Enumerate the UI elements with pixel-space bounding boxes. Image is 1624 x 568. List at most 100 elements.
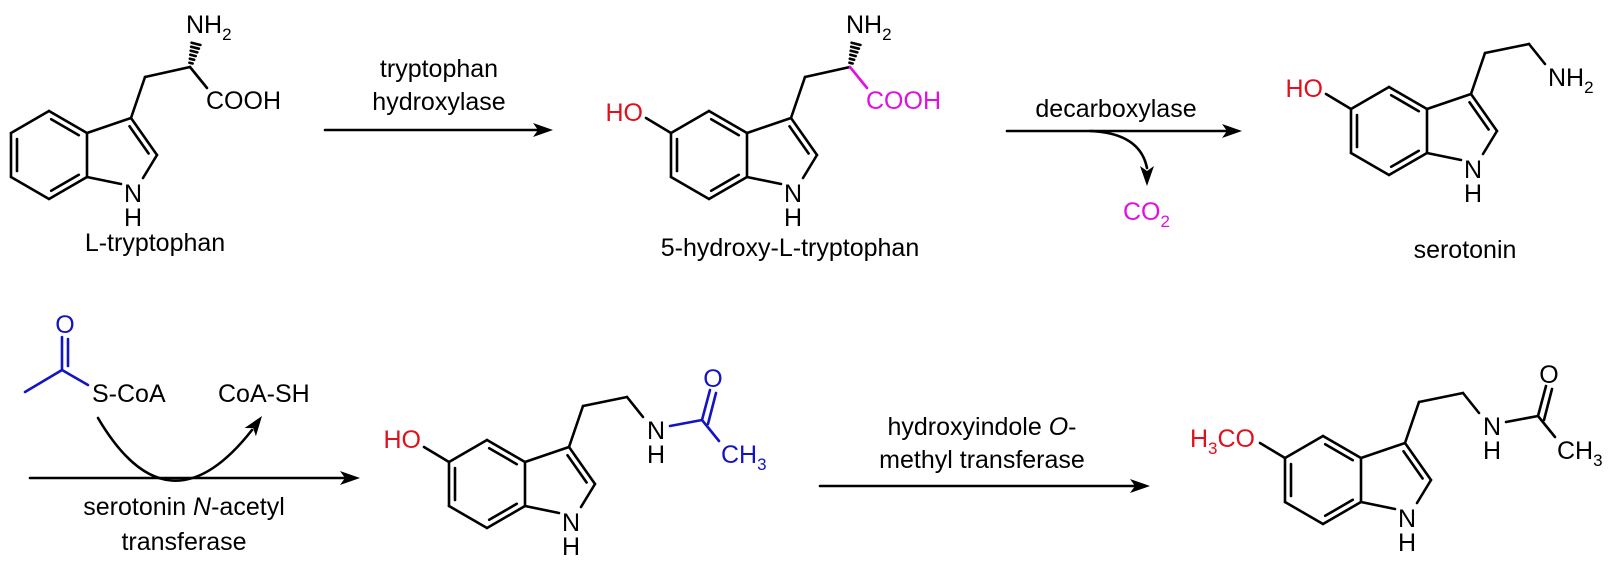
serotonin-structure: HO N H NH2	[1286, 42, 1594, 208]
arrowhead-icon	[533, 123, 553, 137]
bond	[1403, 441, 1433, 482]
hashed-wedge	[188, 61, 194, 65]
bond	[1359, 441, 1407, 460]
bond	[1481, 129, 1499, 156]
bond	[700, 418, 721, 443]
melatonin-structure: H3CO N H N H O CH3	[1190, 361, 1603, 557]
methyl-label: CH3	[721, 441, 767, 474]
amide-n-label: N	[647, 417, 665, 445]
enzyme-label-line2: hydroxylase	[372, 88, 505, 116]
bond	[1321, 500, 1363, 526]
double-bond-inner	[128, 125, 150, 155]
ring-h-label: H	[562, 533, 580, 561]
methyl-label: CH3	[1557, 437, 1603, 470]
double-bond-inner	[709, 173, 741, 193]
hydroxyl-label: HO	[384, 426, 422, 454]
enzyme-label-line1: hydroxyindole O-	[888, 413, 1077, 441]
double-bond-inner	[1323, 442, 1355, 462]
reaction-arrow-step3	[28, 416, 360, 485]
carbonyl-o-label: O	[1539, 361, 1558, 389]
bond	[745, 175, 783, 186]
carboxyl-label: COOH	[866, 87, 941, 115]
5-hydroxytryptophan-structure: HO N H NH2 COOH	[606, 11, 942, 232]
hashed-wedge	[188, 53, 198, 58]
carboxyl-bond	[848, 65, 869, 90]
bond	[85, 116, 133, 135]
bond	[47, 109, 89, 135]
arrowhead-icon	[244, 416, 262, 437]
double-bond-inner	[1468, 101, 1490, 131]
hashed-wedge	[189, 45, 201, 50]
bond	[60, 368, 90, 387]
double-bond-inner	[1402, 450, 1424, 480]
amide-h-label: H	[1483, 437, 1501, 465]
carbonyl-o-label: O	[703, 365, 722, 393]
hashed-wedge	[849, 49, 859, 54]
bond	[707, 109, 749, 135]
serotonin-name: serotonin	[1414, 236, 1517, 264]
bond	[1536, 414, 1557, 439]
hashed-wedge	[848, 57, 856, 62]
curved-arrow	[1088, 129, 1149, 170]
oxygen-bond	[1324, 92, 1353, 111]
enzyme-label-line1: serotonin N-acetyl	[83, 493, 285, 521]
bond	[707, 175, 749, 201]
bond	[9, 175, 51, 201]
arrowhead-icon	[1222, 124, 1242, 138]
bond	[1349, 151, 1391, 177]
ring-n-label: N	[1464, 156, 1482, 184]
bond	[1387, 151, 1429, 177]
reaction-arrow-step2	[1005, 124, 1242, 186]
bond	[567, 445, 597, 486]
coa-sh-label: CoA-SH	[218, 380, 310, 408]
bond	[523, 504, 561, 515]
double-bond-inner	[487, 502, 519, 522]
co2-byproduct-label: CO2	[1123, 198, 1170, 231]
bond	[523, 445, 571, 464]
double-bond-inner	[788, 125, 810, 155]
bond	[1415, 478, 1433, 505]
bond	[745, 116, 793, 135]
hydroxyl-label: HO	[606, 99, 644, 127]
double-bond-inner	[487, 446, 519, 466]
hashed-wedge	[188, 57, 196, 62]
bond	[668, 418, 704, 428]
bond	[1359, 500, 1397, 511]
arrowhead-icon	[1140, 166, 1154, 186]
bond	[1387, 85, 1429, 111]
bond	[1469, 92, 1499, 133]
bond	[789, 116, 819, 157]
n-acetylserotonin-structure: HO N H N H O CH3	[384, 365, 767, 561]
enzyme-label-line1: tryptophan	[380, 55, 498, 83]
amine-label: NH2	[846, 11, 892, 44]
carbonyl-bond	[706, 391, 718, 426]
amide-n-label: N	[1483, 413, 1501, 441]
bond	[143, 65, 192, 79]
bond	[1403, 400, 1421, 445]
hashed-wedge	[189, 49, 199, 54]
double-bond-inner	[1389, 93, 1421, 113]
enzyme-label-line2: methyl transferase	[879, 446, 1085, 474]
acetyl-oxygen-label: O	[55, 311, 74, 339]
bond	[1417, 391, 1465, 404]
bond	[1425, 92, 1473, 111]
hashed-wedge	[848, 53, 858, 58]
bond	[485, 504, 527, 530]
bond	[85, 175, 123, 186]
ring-h-label: H	[784, 204, 802, 232]
5-hydroxytryptophan-name: 5-hydroxy-L-tryptophan	[661, 234, 919, 262]
bond	[579, 482, 597, 509]
hashed-wedge	[190, 41, 202, 47]
methoxy-label: H3CO	[1190, 425, 1255, 458]
bond	[1349, 85, 1391, 111]
oxygen-bond	[1258, 441, 1287, 460]
hashed-wedge	[849, 45, 861, 50]
bond	[1321, 434, 1363, 460]
acetyl-coa: O	[23, 311, 90, 394]
bond	[1504, 414, 1540, 424]
bond	[9, 109, 51, 135]
double-bond-inner	[566, 454, 588, 484]
reaction-arrow-step1	[323, 123, 553, 137]
bond	[803, 65, 852, 79]
